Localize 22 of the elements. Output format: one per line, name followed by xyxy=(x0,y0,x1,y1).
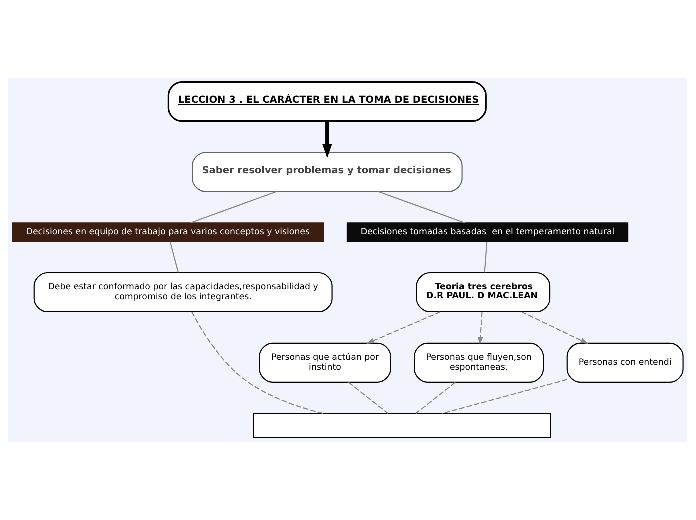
arrow xyxy=(522,312,588,344)
node-box xyxy=(253,413,552,438)
node-box: Personas que fluyen,son espontaneas. xyxy=(414,342,544,383)
node-box: Saber resolver problemas y tomar decisiones xyxy=(192,152,463,192)
node-box: Decisiones en equipo de trabajo para varios conceptos y visiones xyxy=(12,222,324,242)
node-box: Personas con entendi xyxy=(566,342,684,383)
connector xyxy=(484,242,488,273)
arrow xyxy=(366,312,441,344)
connector xyxy=(442,379,568,414)
node-box: Decisiones tomadas basadas en el temperamento natural xyxy=(346,222,629,242)
node-box: LECCION 3 . EL CARÁCTER EN LA TOMA DE DECISIONES xyxy=(168,82,487,122)
connector xyxy=(416,382,456,414)
connector xyxy=(378,191,466,224)
connector xyxy=(190,191,277,224)
node-box: Teoria tres cerebros D.R PAUL. D MAC.LEAN xyxy=(416,272,551,313)
connector xyxy=(170,242,179,273)
connector xyxy=(192,312,324,414)
arrow xyxy=(478,312,484,345)
node-box: Personas que actúan por instinto xyxy=(259,342,392,383)
node-box: Debe estar conformado por las capacidades,responsabilidad y compromiso de los integrantes. xyxy=(34,272,333,313)
arrow xyxy=(322,122,332,158)
connector xyxy=(348,382,389,414)
